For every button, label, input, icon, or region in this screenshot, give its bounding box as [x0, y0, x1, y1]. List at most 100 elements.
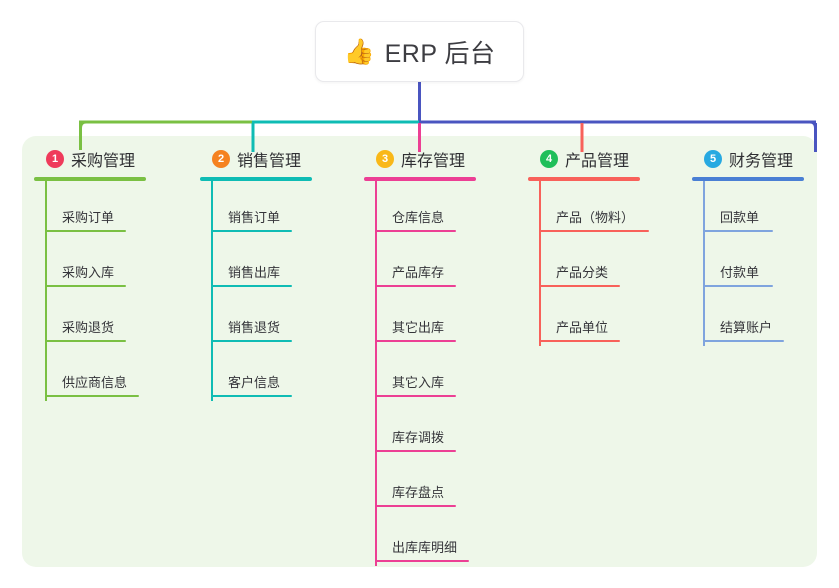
leaf-item-rule: [45, 340, 126, 342]
leaf-item-label: 产品单位: [556, 320, 609, 335]
branch-column-2: 2 销售管理销售订单销售出库销售退货客户信息: [200, 147, 360, 401]
leaf-item-rule: [211, 285, 292, 287]
column-body: 回款单付款单结算账户: [692, 181, 822, 346]
column-rule: [528, 177, 640, 181]
leaf-item-label: 库存调拨: [392, 430, 445, 445]
leaf-item-label: 结算账户: [720, 320, 773, 335]
leaf-item-label: 付款单: [720, 265, 760, 280]
page-title: ERP 后台: [384, 39, 496, 68]
leaf-item-rule: [45, 285, 126, 287]
leaf-item-rule: [45, 395, 139, 397]
leaf-item-rule: [375, 285, 456, 287]
leaf-item[interactable]: 仓库信息: [364, 181, 524, 236]
column-body: 产品（物料） 产品分类产品单位: [528, 181, 688, 346]
column-rule: [364, 177, 476, 181]
column-rule: [34, 177, 146, 181]
column-spine: [703, 181, 705, 346]
leaf-item-label: 出库库明细: [392, 540, 458, 555]
column-number-badge: 2: [212, 150, 230, 168]
leaf-item-label: 采购退货: [62, 320, 115, 335]
column-title: 库存管理: [401, 153, 466, 170]
column-spine: [539, 181, 541, 346]
leaf-item[interactable]: 销售退货: [200, 291, 360, 346]
leaf-item[interactable]: 采购退货: [34, 291, 194, 346]
leaf-item[interactable]: 出库库明细: [364, 511, 524, 566]
leaf-item[interactable]: 产品单位: [528, 291, 688, 346]
column-header[interactable]: 3 库存管理: [364, 147, 524, 171]
column-title: 财务管理: [729, 153, 794, 170]
leaf-item[interactable]: 产品分类: [528, 236, 688, 291]
leaf-item-label: 销售退货: [228, 320, 281, 335]
column-header[interactable]: 2 销售管理: [200, 147, 360, 171]
leaf-item[interactable]: 采购订单: [34, 181, 194, 236]
leaf-item[interactable]: 其它入库: [364, 346, 524, 401]
column-title: 销售管理: [237, 153, 302, 170]
diagram-panel: [22, 136, 817, 567]
leaf-item[interactable]: 采购入库: [34, 236, 194, 291]
branch-column-1: 1 采购管理采购订单采购入库采购退货供应商信息: [34, 147, 194, 401]
column-body: 采购订单采购入库采购退货供应商信息: [34, 181, 194, 401]
branch-column-3: 3 库存管理仓库信息产品库存其它出库其它入库库存调拨库存盘点出库库明细: [364, 147, 524, 566]
column-rule: [200, 177, 312, 181]
leaf-item-label: 产品分类: [556, 265, 609, 280]
leaf-item-label: 其它入库: [392, 375, 445, 390]
leaf-item-label: 销售出库: [228, 265, 281, 280]
leaf-item-rule: [539, 230, 649, 232]
leaf-item-label: 销售订单: [228, 210, 281, 225]
column-title: 采购管理: [71, 153, 136, 170]
leaf-item-rule: [211, 340, 292, 342]
leaf-item-rule: [375, 450, 456, 452]
leaf-item-label: 供应商信息: [62, 375, 128, 390]
leaf-item-label: 回款单: [720, 210, 760, 225]
thumbs-up-icon: 👍: [343, 37, 375, 66]
leaf-item-rule: [375, 340, 456, 342]
leaf-item-label: 产品库存: [392, 265, 445, 280]
leaf-item-rule: [703, 230, 773, 232]
leaf-item-rule: [703, 285, 773, 287]
leaf-item-label: 库存盘点: [392, 485, 445, 500]
leaf-item[interactable]: 销售订单: [200, 181, 360, 236]
leaf-item-rule: [375, 505, 456, 507]
leaf-item[interactable]: 回款单: [692, 181, 822, 236]
leaf-item-label: 客户信息: [228, 375, 281, 390]
leaf-item-label: 产品（物料）: [556, 210, 635, 225]
leaf-item-rule: [211, 395, 292, 397]
leaf-item-rule: [703, 340, 784, 342]
column-rule: [692, 177, 804, 181]
column-body: 仓库信息产品库存其它出库其它入库库存调拨库存盘点出库库明细: [364, 181, 524, 566]
column-title: 产品管理: [565, 153, 630, 170]
leaf-item[interactable]: 产品（物料）: [528, 181, 688, 236]
leaf-item-label: 仓库信息: [392, 210, 445, 225]
leaf-item-label: 其它出库: [392, 320, 445, 335]
leaf-item-rule: [375, 560, 469, 562]
column-number-badge: 1: [46, 150, 64, 168]
leaf-item[interactable]: 库存盘点: [364, 456, 524, 511]
leaf-item-rule: [45, 230, 126, 232]
leaf-item-label: 采购订单: [62, 210, 115, 225]
leaf-item-rule: [375, 395, 456, 397]
column-body: 销售订单销售出库销售退货客户信息: [200, 181, 360, 401]
leaf-item[interactable]: 销售出库: [200, 236, 360, 291]
column-spine: [375, 181, 377, 566]
leaf-item[interactable]: 其它出库: [364, 291, 524, 346]
leaf-item-rule: [539, 340, 620, 342]
leaf-item[interactable]: 客户信息: [200, 346, 360, 401]
leaf-item[interactable]: 产品库存: [364, 236, 524, 291]
column-header[interactable]: 1 采购管理: [34, 147, 194, 171]
leaf-item-rule: [539, 285, 620, 287]
column-spine: [45, 181, 47, 401]
leaf-item[interactable]: 库存调拨: [364, 401, 524, 456]
leaf-item[interactable]: 供应商信息: [34, 346, 194, 401]
leaf-item-rule: [211, 230, 292, 232]
leaf-item[interactable]: 结算账户: [692, 291, 822, 346]
column-number-badge: 3: [376, 150, 394, 168]
leaf-item-rule: [375, 230, 456, 232]
root-title-card: 👍 ERP 后台: [315, 21, 524, 82]
leaf-item[interactable]: 付款单: [692, 236, 822, 291]
column-spine: [211, 181, 213, 401]
